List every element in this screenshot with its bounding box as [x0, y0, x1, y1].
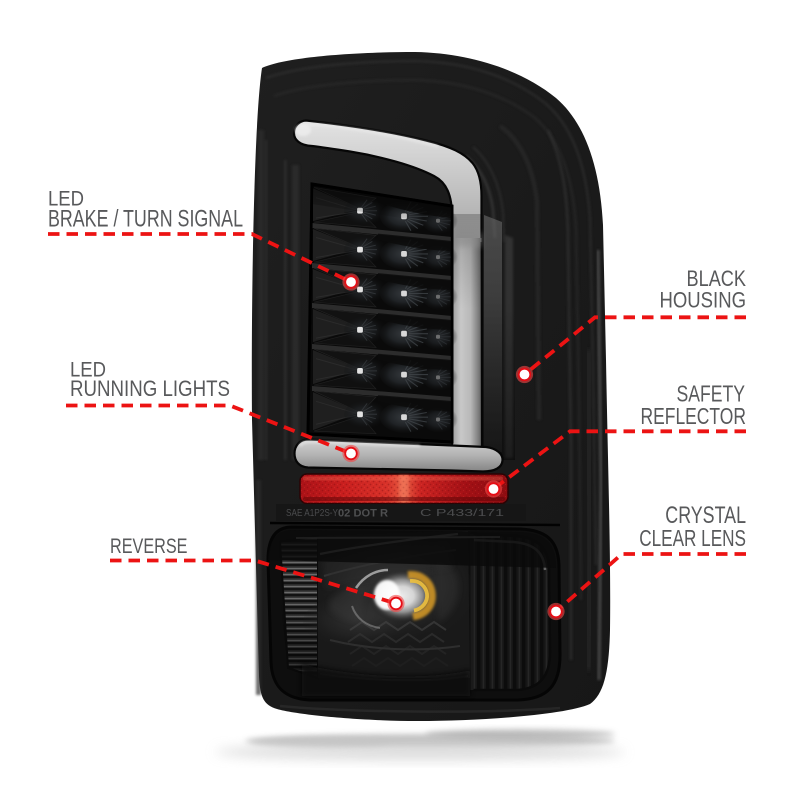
svg-text:REFLECTOR: REFLECTOR [641, 403, 747, 429]
svg-text:BRAKE / TURN SIGNAL: BRAKE / TURN SIGNAL [48, 206, 243, 233]
svg-text:SAE A1P2S-Y: SAE A1P2S-Y [286, 508, 338, 519]
svg-text:RUNNING LIGHTS: RUNNING LIGHTS [70, 376, 230, 401]
svg-text:BLACK: BLACK [687, 266, 747, 291]
svg-text:CLEAR LENS: CLEAR LENS [639, 525, 746, 551]
svg-text:CRYSTAL: CRYSTAL [665, 502, 746, 529]
svg-text:02 DOT R: 02 DOT R [338, 508, 388, 520]
svg-text:HOUSING: HOUSING [660, 288, 747, 313]
svg-text:REVERSE: REVERSE [110, 535, 188, 558]
svg-text:SAFETY: SAFETY [677, 380, 746, 406]
svg-text:LED: LED [48, 187, 84, 210]
svg-text:C P433/171: C P433/171 [420, 507, 504, 519]
svg-text:LED: LED [70, 358, 106, 381]
